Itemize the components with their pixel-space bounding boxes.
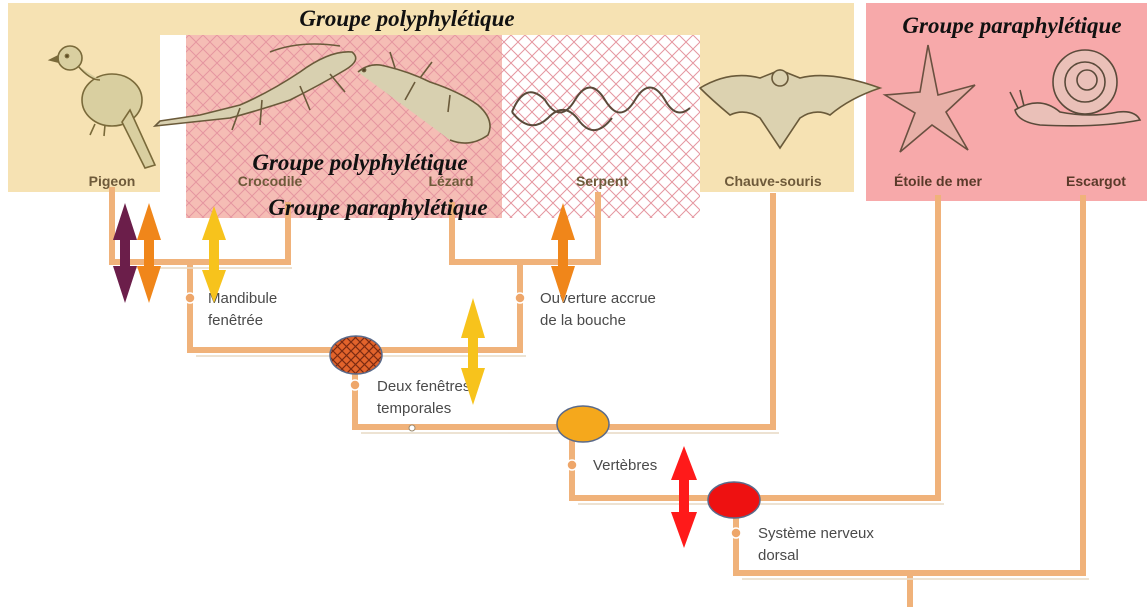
node-marker-temporales <box>330 336 382 374</box>
double-arrow-purple <box>113 203 137 303</box>
taxon-label-lizard: Lézard <box>428 173 473 189</box>
node-dots <box>185 293 741 538</box>
taxon-label-serpent: Serpent <box>576 173 628 189</box>
node-dot-ouverture <box>515 293 525 303</box>
taxon-label-crocodile: Crocodile <box>238 173 303 189</box>
node-label-temporales-2: temporales <box>377 400 451 417</box>
node-label-nerveux-2: dorsal <box>758 547 799 564</box>
node-marker-vertebres <box>557 406 609 442</box>
node-dot-nerveux <box>731 528 741 538</box>
small-node-marker <box>409 425 415 431</box>
node-marker-nerveux <box>708 482 760 518</box>
node-dot-mandibule <box>185 293 195 303</box>
taxon-label-bat: Chauve-souris <box>724 173 821 189</box>
node-label-ouverture-2: de la bouche <box>540 312 626 329</box>
cladogram-branches <box>112 190 1083 604</box>
node-label-temporales-1: Deux fenêtres <box>377 378 470 395</box>
taxon-label-pigeon: Pigeon <box>89 173 136 189</box>
double-arrow-orange-pigeon <box>137 203 161 303</box>
node-label-ouverture-1: Ouverture accrue <box>540 290 656 307</box>
node-dot-temporales <box>350 380 360 390</box>
group-title-polyphyletic-mid: Groupe polyphylétique <box>252 150 467 175</box>
node-label-mandibule-1: Mandibule <box>208 290 277 307</box>
serpent-hatch <box>502 35 700 218</box>
double-arrow-yellow-left <box>202 206 226 303</box>
node-label-nerveux-1: Système nerveux <box>758 525 874 542</box>
group-title-paraphyletic-right: Groupe paraphylétique <box>902 13 1121 38</box>
taxon-label-starfish: Étoile de mer <box>894 173 982 189</box>
taxon-label-snail: Escargot <box>1066 173 1126 189</box>
node-label-mandibule-2: fenêtrée <box>208 312 263 329</box>
node-label-vertebres: Vertèbres <box>593 457 657 474</box>
group-title-polyphyletic-top: Groupe polyphylétique <box>299 6 514 31</box>
node-dot-vertebres <box>567 460 577 470</box>
group-title-paraphyletic-mid: Groupe paraphylétique <box>268 195 487 220</box>
